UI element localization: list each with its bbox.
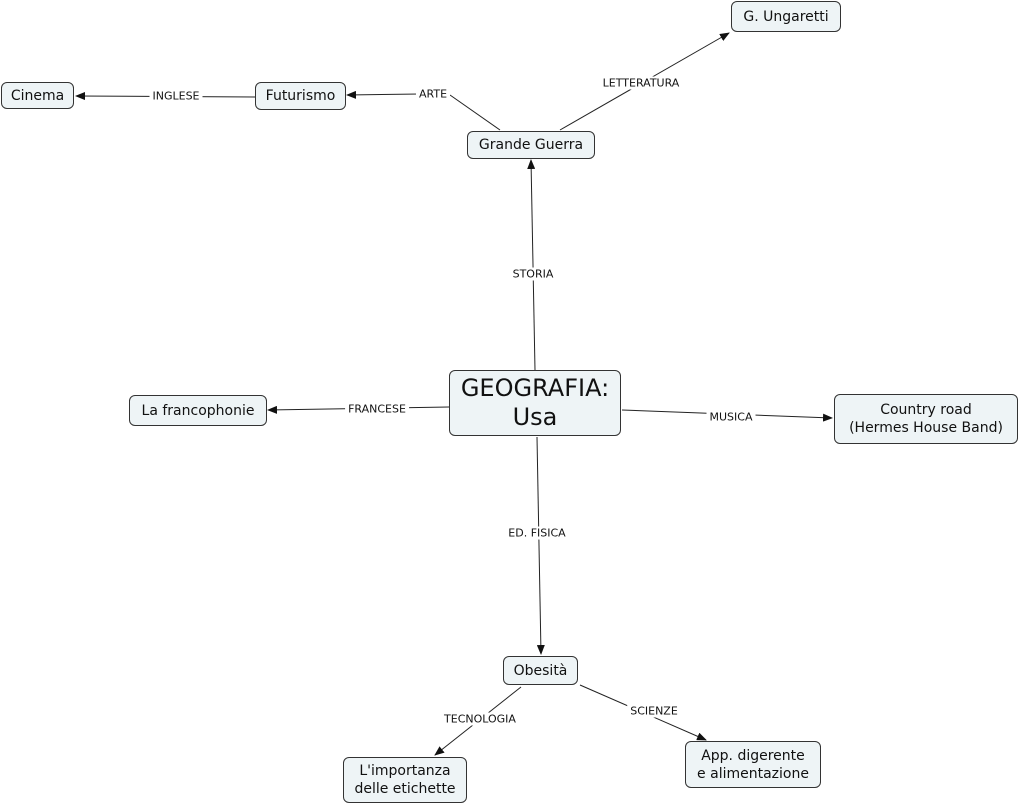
link-label-tecnologia: TECNOLOGIA xyxy=(441,712,519,726)
concept-grande-guerra[interactable]: Grande Guerra xyxy=(467,131,595,159)
concept-obesita[interactable]: Obesità xyxy=(503,656,578,685)
edge-arte-1 xyxy=(449,94,501,131)
link-label-inglese: INGLESE xyxy=(149,89,203,103)
link-label-letteratura: LETTERATURA xyxy=(599,76,683,90)
link-label-storia: STORIA xyxy=(509,267,557,281)
link-label-ed-fisica: ED. FISICA xyxy=(505,526,569,540)
link-label-francese: FRANCESE xyxy=(345,402,409,416)
concept-center[interactable]: GEOGRAFIA: Usa xyxy=(449,370,621,436)
concept-etichette[interactable]: L'importanza delle etichette xyxy=(343,757,467,803)
concept-futurismo[interactable]: Futurismo xyxy=(255,82,346,110)
edge-arte-2 xyxy=(346,90,421,99)
link-label-arte: ARTE xyxy=(415,87,451,101)
link-label-musica: MUSICA xyxy=(706,410,756,424)
concept-francophonie[interactable]: La francophonie xyxy=(129,395,267,426)
edge-storia xyxy=(527,159,536,371)
concept-country-road[interactable]: Country road (Hermes House Band) xyxy=(834,394,1018,444)
concept-ungaretti[interactable]: G. Ungaretti xyxy=(731,1,841,32)
edge-ed-fisica xyxy=(536,436,545,655)
concept-cinema[interactable]: Cinema xyxy=(1,82,74,109)
concept-digerente[interactable]: App. digerente e alimentazione xyxy=(685,741,821,788)
link-label-scienze: SCIENZE xyxy=(627,704,681,718)
